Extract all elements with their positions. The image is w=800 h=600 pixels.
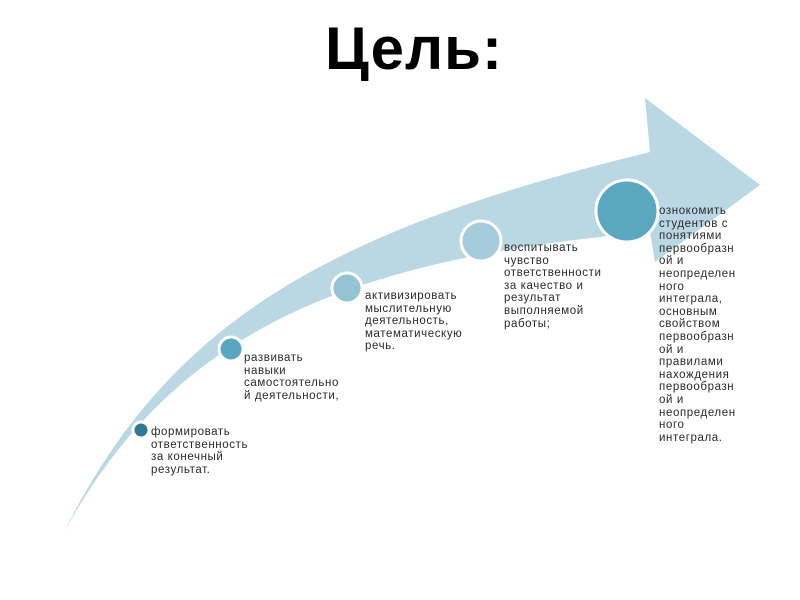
step-2-text: развивать навыки самостоятельно й деятел…: [244, 352, 340, 402]
step-5-marker-icon: [594, 178, 660, 244]
step-1-marker-icon: [131, 420, 151, 440]
step-4-marker-icon: [459, 219, 503, 263]
slide-title: Цель:: [325, 15, 503, 82]
step-3-text: активизировать мыслительную деятельность…: [365, 290, 463, 353]
step-1-text: формировать ответственность за конечный …: [151, 426, 249, 476]
curved-arrow-shape: [64, 98, 760, 532]
step-3-marker-icon: [330, 271, 364, 305]
step-4-text: воспитывать чувство ответственности за к…: [504, 242, 602, 330]
step-5-text: ознокомить студентов с понятиями первооб…: [659, 205, 736, 444]
step-2-marker-icon: [217, 335, 245, 363]
